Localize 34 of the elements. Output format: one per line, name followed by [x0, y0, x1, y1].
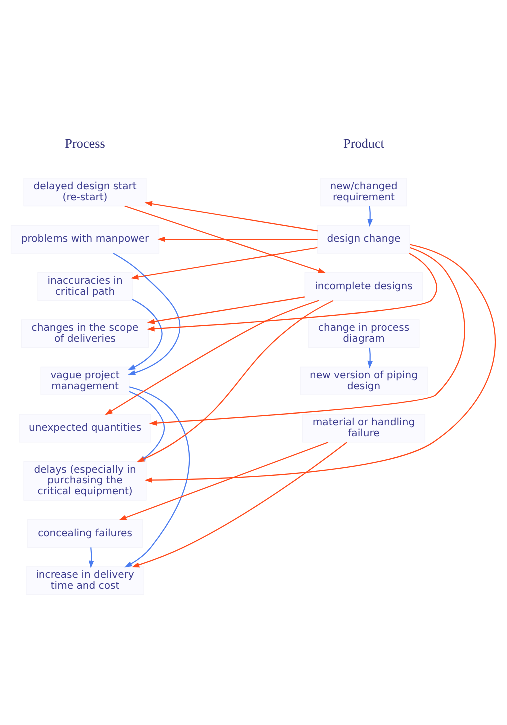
arrow: [368, 347, 373, 368]
node-box: concealing failures: [28, 518, 143, 548]
arrow: [144, 200, 318, 232]
arrow: [132, 441, 348, 568]
arrow: [105, 300, 320, 415]
arrow: [144, 244, 496, 482]
arrow: [119, 441, 329, 520]
label: Process: [65, 136, 106, 151]
node-box: delayed design start (re-start): [24, 177, 147, 206]
arrow: [124, 386, 190, 568]
node-box: increase in delivery time and cost: [26, 566, 144, 595]
label: Product: [344, 136, 384, 151]
arrow: [131, 246, 318, 280]
arrow: [113, 252, 181, 375]
arrow: [88, 547, 94, 568]
arrow: [128, 298, 163, 370]
node-box: vague project management: [40, 366, 130, 396]
arrow: [124, 205, 326, 273]
node-box: new/changed requirement: [320, 177, 408, 206]
node-box: delays (especially in purchasing the critical equipment): [24, 460, 147, 500]
node-box: new version of piping design: [300, 366, 428, 396]
node-box: design change: [318, 224, 410, 254]
arrow: [147, 252, 438, 332]
arrow: [149, 246, 466, 426]
arrow: [147, 296, 305, 324]
node-box: changes in the scope of deliveries: [21, 319, 150, 348]
node-box: change in process diagram: [308, 319, 420, 348]
node-box: material or handling failure: [302, 414, 426, 442]
node-box: problems with manpower: [10, 224, 160, 254]
arrow: [158, 236, 318, 242]
node-box: unexpected quantities: [19, 414, 152, 442]
node-box: inaccuracies in critical path: [38, 272, 133, 301]
node-box: incomplete designs: [304, 272, 424, 301]
arrow: [368, 206, 373, 227]
